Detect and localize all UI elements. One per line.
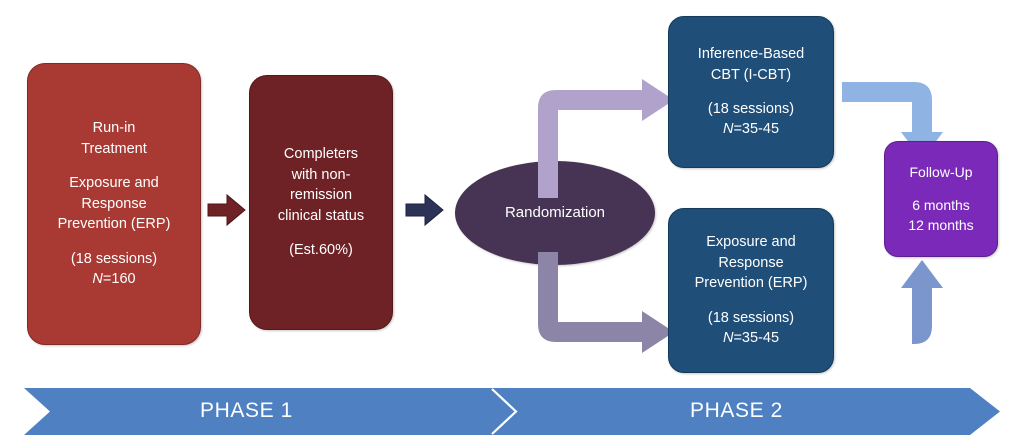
runin-line-3: Exposure and (69, 175, 159, 192)
phase-banner (24, 388, 1000, 435)
erp-line-2: Response (718, 254, 784, 271)
followup-6-months: 6 months (912, 196, 970, 213)
runin-sessions: (18 sessions) (70, 250, 158, 267)
completers-line-2: with non- (291, 166, 351, 183)
randomization-label: Randomization (504, 204, 606, 222)
icbt-sample-size: N=35-45 (723, 119, 779, 140)
icbt-sessions: (18 sessions) (707, 100, 795, 117)
phase-1-label: PHASE 1 (200, 399, 293, 422)
erp-line-3: Prevention (ERP) (694, 275, 808, 292)
arrow-randomization-to-erp (524, 252, 676, 357)
erp-sessions: (18 sessions) (707, 309, 795, 326)
runin-line-1: Run-in (92, 120, 136, 137)
erp-n-symbol: N (722, 330, 734, 347)
node-follow-up[interactable]: Follow-Up 6 months 12 months (884, 141, 998, 257)
completers-line-4: clinical status (277, 207, 365, 224)
arrow-run-in-to-completers (206, 191, 248, 229)
arrow-icbt-to-followup (842, 80, 952, 162)
erp-sample-size: N=35-45 (723, 328, 779, 349)
arrow-randomization-to-icbt (524, 78, 676, 198)
completers-estimate: (Est.60%) (289, 242, 353, 259)
arrow-completers-to-randomization (404, 191, 446, 229)
runin-line-4: Response (81, 195, 147, 212)
node-exposure-response-prevention[interactable]: Exposure and Response Prevention (ERP) (… (668, 208, 834, 373)
runin-line-5: Prevention (ERP) (57, 216, 171, 233)
icbt-n-value: =35-45 (733, 121, 780, 138)
completers-line-1: Completers (283, 146, 359, 163)
icbt-line-1: Inference-Based (697, 45, 805, 62)
runin-n-symbol: N (92, 271, 103, 288)
runin-sample-size: N=160 (92, 269, 135, 290)
node-run-in-treatment[interactable]: Run-in Treatment Exposure and Response P… (27, 63, 201, 345)
icbt-line-2: CBT (I-CBT) (710, 66, 792, 83)
runin-n-value: =160 (102, 271, 136, 288)
phase-2-label: PHASE 2 (690, 399, 783, 422)
followup-title: Follow-Up (909, 163, 973, 180)
followup-12-months: 12 months (908, 216, 974, 233)
completers-line-3: remission (289, 187, 353, 204)
erp-line-1: Exposure and (706, 234, 796, 251)
node-inference-based-cbt[interactable]: Inference-Based CBT (I-CBT) (18 sessions… (668, 16, 834, 168)
arrow-erp-to-followup (842, 256, 952, 346)
erp-n-value: =35-45 (733, 330, 780, 347)
runin-line-2: Treatment (81, 140, 147, 157)
icbt-n-symbol: N (722, 121, 734, 138)
node-completers-non-remission[interactable]: Completers with non- remission clinical … (249, 75, 393, 330)
